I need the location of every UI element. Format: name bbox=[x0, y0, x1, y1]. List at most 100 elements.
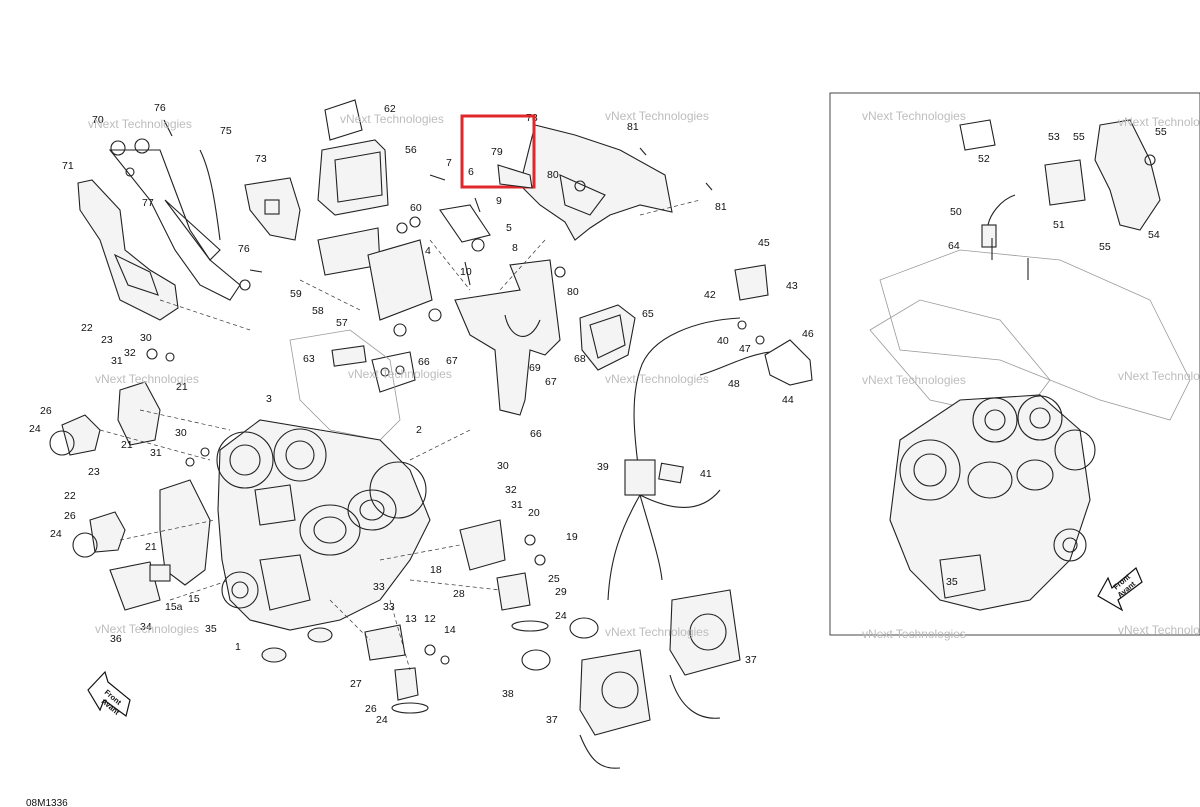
callout-label: 65 bbox=[642, 308, 654, 320]
callout-label: 69 bbox=[529, 362, 541, 374]
callout-label: 24 bbox=[29, 423, 41, 435]
callout-label: 66 bbox=[418, 356, 430, 368]
callout-label: 13 bbox=[405, 613, 417, 625]
callout-label: 42 bbox=[704, 289, 716, 301]
callout-label: 26 bbox=[64, 510, 76, 522]
callout-label: 33 bbox=[373, 581, 385, 593]
callout-label: 19 bbox=[566, 531, 578, 543]
front-direction-arrow: Front Avant bbox=[87, 670, 131, 717]
callout-label: 54 bbox=[1148, 229, 1160, 241]
callout-label: 45 bbox=[758, 237, 770, 249]
callout-label: 66 bbox=[530, 428, 542, 440]
callout-label: 4 bbox=[425, 245, 431, 257]
callout-label: 36 bbox=[110, 633, 122, 645]
inset-engine bbox=[869, 119, 1191, 611]
watermark-text: vNext Technologies bbox=[605, 625, 709, 639]
callout-label: 40 bbox=[717, 335, 729, 347]
callout-label: 62 bbox=[384, 103, 396, 115]
heat-shield-part bbox=[519, 124, 673, 241]
callout-label: 15a bbox=[165, 601, 183, 613]
callout-label: 73 bbox=[255, 153, 267, 165]
callout-label: 30 bbox=[140, 332, 152, 344]
watermark-text: vNext Technologies bbox=[1118, 623, 1200, 637]
callout-label: 56 bbox=[405, 144, 417, 156]
highlight-callout-79: 79 bbox=[491, 146, 503, 158]
callout-label: 22 bbox=[64, 490, 76, 502]
callout-label: 7 bbox=[446, 157, 452, 169]
callout-label: 18 bbox=[430, 564, 442, 576]
callout-label: 46 bbox=[802, 328, 814, 340]
callout-label: 23 bbox=[101, 334, 113, 346]
callout-label: 30 bbox=[175, 427, 187, 439]
watermark-text: vNext Technologies bbox=[605, 372, 709, 386]
callout-label: 41 bbox=[700, 468, 712, 480]
callout-label: 33 bbox=[383, 601, 395, 613]
callout-label: 60 bbox=[410, 202, 422, 214]
callout-label: 80 bbox=[567, 286, 579, 298]
callout-label: 12 bbox=[424, 613, 436, 625]
callout-label: 80 bbox=[547, 169, 559, 181]
callout-label: 35 bbox=[205, 623, 217, 635]
leader-lines bbox=[99, 199, 701, 671]
callout-label: 55 bbox=[1155, 126, 1167, 138]
ecm-bracket-assembly bbox=[317, 99, 491, 337]
callout-label: 32 bbox=[124, 347, 136, 359]
callout-label: 31 bbox=[111, 355, 123, 367]
callout-label: 21 bbox=[176, 381, 188, 393]
callout-label: 24 bbox=[376, 714, 388, 726]
callout-label: 24 bbox=[50, 528, 62, 540]
callout-label: 55 bbox=[1099, 241, 1111, 253]
throttle-bodies bbox=[579, 589, 741, 769]
callout-label: 20 bbox=[528, 507, 540, 519]
callout-label: 51 bbox=[1053, 219, 1065, 231]
callout-label: 57 bbox=[336, 317, 348, 329]
callout-label: 39 bbox=[597, 461, 609, 473]
callout-label: 8 bbox=[512, 242, 518, 254]
highlight-box bbox=[460, 114, 536, 189]
callout-label: 58 bbox=[312, 305, 324, 317]
callout-label: 24 bbox=[555, 610, 567, 622]
callout-label: 21 bbox=[121, 439, 133, 451]
highlight-callout-6: 6 bbox=[468, 166, 474, 178]
watermark-text: vNext Technologies bbox=[1118, 369, 1200, 383]
pad-part bbox=[331, 345, 367, 367]
callout-label: 31 bbox=[511, 499, 523, 511]
plug-part bbox=[307, 627, 333, 643]
callout-label: 47 bbox=[739, 343, 751, 355]
callout-label: 26 bbox=[40, 405, 52, 417]
callout-label: 43 bbox=[786, 280, 798, 292]
callout-label: 68 bbox=[574, 353, 586, 365]
wiring-harness bbox=[633, 317, 741, 466]
inset-front-direction-arrow: Front Avant bbox=[1097, 567, 1143, 612]
drawing-code: 08M1336 bbox=[26, 798, 68, 807]
callout-label: 9 bbox=[496, 195, 502, 207]
callout-label: 28 bbox=[453, 588, 465, 600]
watermark-text: vNext Technologies bbox=[862, 109, 966, 123]
callout-label: 21 bbox=[145, 541, 157, 553]
callout-label: 55 bbox=[1073, 131, 1085, 143]
callout-label: 76 bbox=[238, 243, 250, 255]
callout-label: 52 bbox=[978, 153, 990, 165]
callout-label: 70 bbox=[92, 114, 104, 126]
callout-label: 37 bbox=[546, 714, 558, 726]
callout-label: 81 bbox=[715, 201, 727, 213]
callout-label: 76 bbox=[154, 102, 166, 114]
callout-label: 14 bbox=[444, 624, 456, 636]
callout-label: 35 bbox=[946, 576, 958, 588]
callout-label: 23 bbox=[88, 466, 100, 478]
callout-labels: 62 70 76 75 71 73 56 77 7 81 78 80 81 9 … bbox=[29, 102, 1167, 726]
callout-label: 25 bbox=[548, 573, 560, 585]
battery-part bbox=[579, 304, 636, 371]
callout-label: 78 bbox=[526, 112, 538, 124]
callout-label: 77 bbox=[142, 197, 154, 209]
inset-frame bbox=[829, 92, 1200, 636]
callout-label: 10 bbox=[460, 266, 472, 278]
callout-label: 75 bbox=[220, 125, 232, 137]
callout-label: 37 bbox=[745, 654, 757, 666]
callout-label: 26 bbox=[365, 703, 377, 715]
callout-label: 30 bbox=[497, 460, 509, 472]
callout-label: 59 bbox=[290, 288, 302, 300]
engine-block bbox=[216, 329, 431, 631]
callout-label: 29 bbox=[555, 586, 567, 598]
